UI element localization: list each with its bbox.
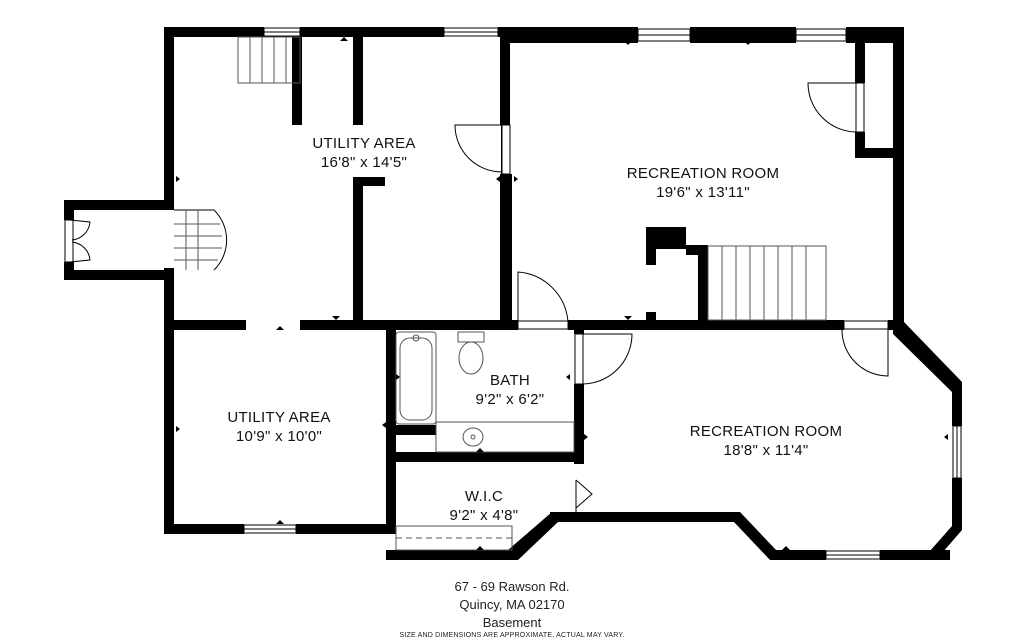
wall — [164, 27, 264, 37]
windows — [243, 27, 962, 560]
wall — [64, 200, 174, 210]
room-name: UTILITY AREA — [227, 409, 331, 426]
wall — [300, 27, 444, 37]
room-label-wic: W.I.C 9'2" x 4'8" — [450, 487, 519, 525]
wall — [164, 268, 174, 534]
wall — [296, 524, 396, 534]
wall — [574, 384, 584, 464]
vanity — [435, 421, 575, 453]
wall — [64, 270, 174, 280]
wall — [922, 520, 962, 560]
room-label-recreation-room-lower: RECREATION ROOM 18'8" x 11'4" — [690, 422, 843, 460]
room-label-bath: BATH 9'2" x 6'2" — [476, 371, 545, 409]
wall — [64, 262, 74, 280]
wall — [164, 320, 246, 330]
room-name: UTILITY AREA — [312, 135, 416, 152]
wall — [686, 245, 708, 255]
wall — [646, 312, 656, 326]
wall — [300, 320, 518, 330]
room-size: 18'8" x 11'4" — [723, 442, 809, 459]
room-name: W.I.C — [464, 488, 504, 505]
wall — [855, 43, 865, 83]
wall — [386, 452, 584, 462]
wall — [164, 27, 174, 207]
bathtub — [395, 331, 437, 425]
door-swing — [841, 325, 889, 377]
plan-caption: 67 - 69 Rawson Rd. Quincy, MA 02170 Base… — [0, 578, 1024, 640]
door-swing — [517, 271, 569, 326]
wall — [855, 132, 865, 158]
door-swing — [575, 479, 593, 509]
disclaimer: SIZE AND DIMENSIONS ARE APPROXIMATE, ACT… — [399, 632, 625, 639]
wall — [396, 425, 436, 435]
room-size: 10'9" x 10'0" — [235, 428, 323, 445]
room-label-utility-area-lower: UTILITY AREA 10'9" x 10'0" — [227, 408, 330, 446]
wall — [646, 227, 656, 265]
wall — [353, 177, 385, 186]
sink — [462, 427, 484, 447]
wall — [550, 512, 740, 522]
address-line-1: 67 - 69 Rawson Rd. — [454, 579, 570, 594]
wall — [698, 245, 708, 327]
address-line-2: Quincy, MA 02170 — [459, 597, 565, 612]
wall — [690, 27, 796, 43]
wall — [855, 148, 895, 158]
wall — [880, 550, 950, 560]
wall — [893, 27, 904, 327]
dimension-ticks — [176, 37, 948, 550]
room-label-utility-area-upper: UTILITY AREA 16'8" x 14'5" — [312, 134, 415, 172]
wall — [164, 524, 244, 534]
wall — [500, 27, 510, 125]
door-swing — [454, 124, 503, 173]
room-size: 9'2" x 6'2" — [475, 391, 545, 408]
wall — [770, 550, 826, 560]
wall — [64, 200, 74, 220]
wall — [952, 382, 962, 426]
wall — [500, 174, 512, 327]
toilet-tank — [457, 331, 485, 343]
wall — [846, 27, 904, 43]
door-swing — [807, 82, 858, 133]
room-label-recreation-room-upper: RECREATION ROOM 19'6" x 13'11" — [627, 164, 780, 202]
wall — [386, 550, 516, 560]
wall — [353, 37, 363, 125]
wall — [500, 27, 638, 43]
wall — [952, 478, 962, 528]
toilet — [458, 341, 484, 375]
wall — [353, 177, 363, 327]
wall — [574, 320, 584, 334]
room-size: 16'8" x 14'5" — [320, 154, 408, 171]
doors — [64, 82, 889, 512]
floor-name: Basement — [482, 615, 542, 630]
wic-shelf — [395, 525, 513, 551]
room-name: BATH — [489, 372, 531, 389]
stairs — [174, 36, 827, 321]
walls — [64, 27, 962, 560]
room-size: 19'6" x 13'11" — [656, 184, 750, 201]
door-swing — [580, 333, 633, 385]
wall — [292, 37, 302, 125]
wall — [893, 322, 962, 392]
wall — [386, 320, 396, 534]
room-name: RECREATION ROOM — [689, 423, 843, 440]
room-size: 9'2" x 4'8" — [449, 507, 519, 524]
room-name: RECREATION ROOM — [626, 165, 780, 182]
